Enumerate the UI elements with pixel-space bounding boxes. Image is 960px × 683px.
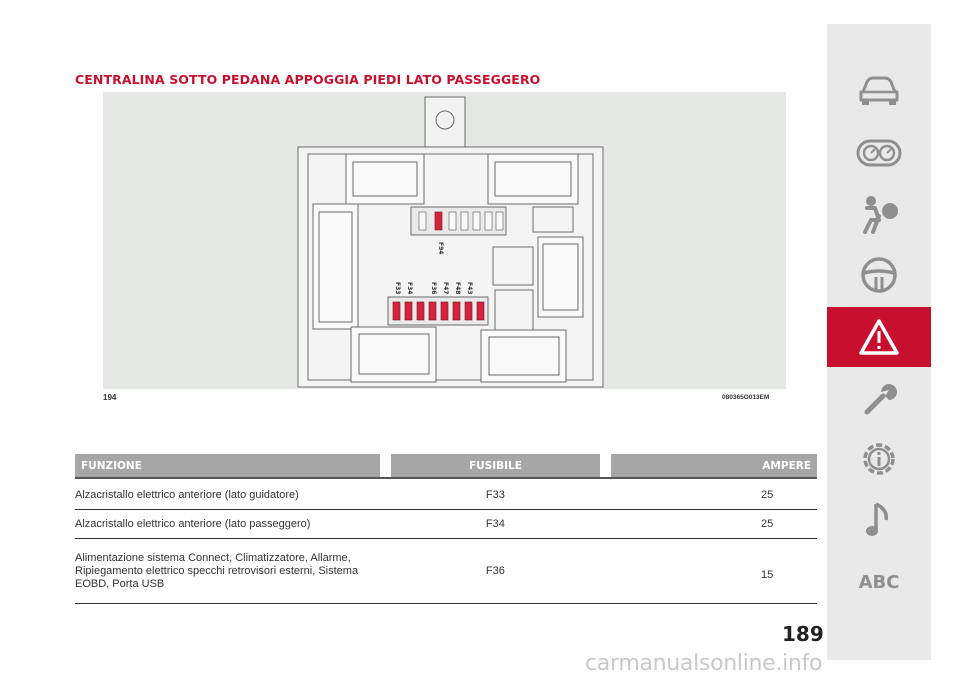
cell-funzione: Alimentazione sistema Connect, Climatizz…: [75, 539, 392, 604]
cell-ampere: 25: [611, 477, 817, 510]
warning-icon: [859, 319, 899, 355]
fuse-label-f94: F94: [437, 242, 444, 254]
table-header-row: FUNZIONE FUSIBILE AMPERE: [75, 454, 817, 477]
steering-wheel-icon: [861, 257, 897, 293]
header-fusibile: FUSIBILE: [391, 454, 600, 477]
sidebar-item-index[interactable]: ABC: [827, 552, 931, 612]
sidebar-item-driving[interactable]: [827, 245, 931, 305]
cell-fusibile: F34: [391, 510, 600, 539]
dashboard-icon: [856, 139, 902, 167]
fuse-label-f48: F48: [454, 282, 461, 294]
abc-label: ABC: [858, 571, 900, 593]
header-ampere: AMPERE: [611, 454, 817, 477]
music-note-icon: [866, 502, 889, 536]
sidebar-item-technical-data[interactable]: [827, 429, 931, 489]
table-row: Alzacristallo elettrico anteriore (lato …: [75, 477, 817, 510]
figure-number: 194: [103, 393, 117, 402]
watermark: carmanualsonline.info: [585, 651, 823, 676]
fuse-box-diagram: F94 F33 F34 F36 F47 F48 F43: [103, 92, 786, 389]
figure-code: 080365O013EM: [722, 394, 770, 401]
table-row: Alzacristallo elettrico anteriore (lato …: [75, 510, 817, 539]
cell-funzione: Alzacristallo elettrico anteriore (lato …: [75, 510, 392, 539]
sidebar-item-safety[interactable]: [827, 184, 931, 244]
cell-ampere: 15: [611, 539, 817, 604]
sidebar-item-car[interactable]: [827, 60, 931, 120]
fuse-label-f36: F36: [430, 282, 437, 294]
section-title: CENTRALINA SOTTO PEDANA APPOGGIA PIEDI L…: [75, 72, 541, 87]
fuse-label-f33: F33: [394, 282, 401, 294]
header-funzione: FUNZIONE: [75, 454, 380, 477]
fuse-label-f43: F43: [466, 282, 473, 294]
airbag-icon: [863, 196, 898, 234]
cell-fusibile: F36: [391, 539, 600, 604]
info-gear-icon: [863, 443, 895, 475]
wrench-icon: [864, 384, 897, 415]
chapter-sidebar: ABC: [827, 24, 931, 660]
sidebar-item-multimedia[interactable]: [827, 490, 931, 550]
car-icon: [859, 76, 899, 105]
fuse-label-f34: F34: [406, 282, 413, 294]
sidebar-item-maintenance[interactable]: [827, 368, 931, 428]
page-number: 189: [782, 622, 824, 646]
fuse-box-drawing: F94 F33 F34 F36 F47 F48 F43: [297, 96, 604, 388]
cell-ampere: 25: [611, 510, 817, 539]
fuse-label-f47: F47: [442, 282, 449, 294]
sidebar-item-emergency[interactable]: [827, 307, 931, 367]
table-row: Alimentazione sistema Connect, Climatizz…: [75, 539, 817, 604]
cell-funzione: Alzacristallo elettrico anteriore (lato …: [75, 477, 392, 510]
cell-fusibile: F33: [391, 477, 600, 510]
fuse-table: FUNZIONE FUSIBILE AMPERE Alzacristallo e…: [75, 454, 817, 604]
sidebar-item-dashboard[interactable]: [827, 123, 931, 183]
